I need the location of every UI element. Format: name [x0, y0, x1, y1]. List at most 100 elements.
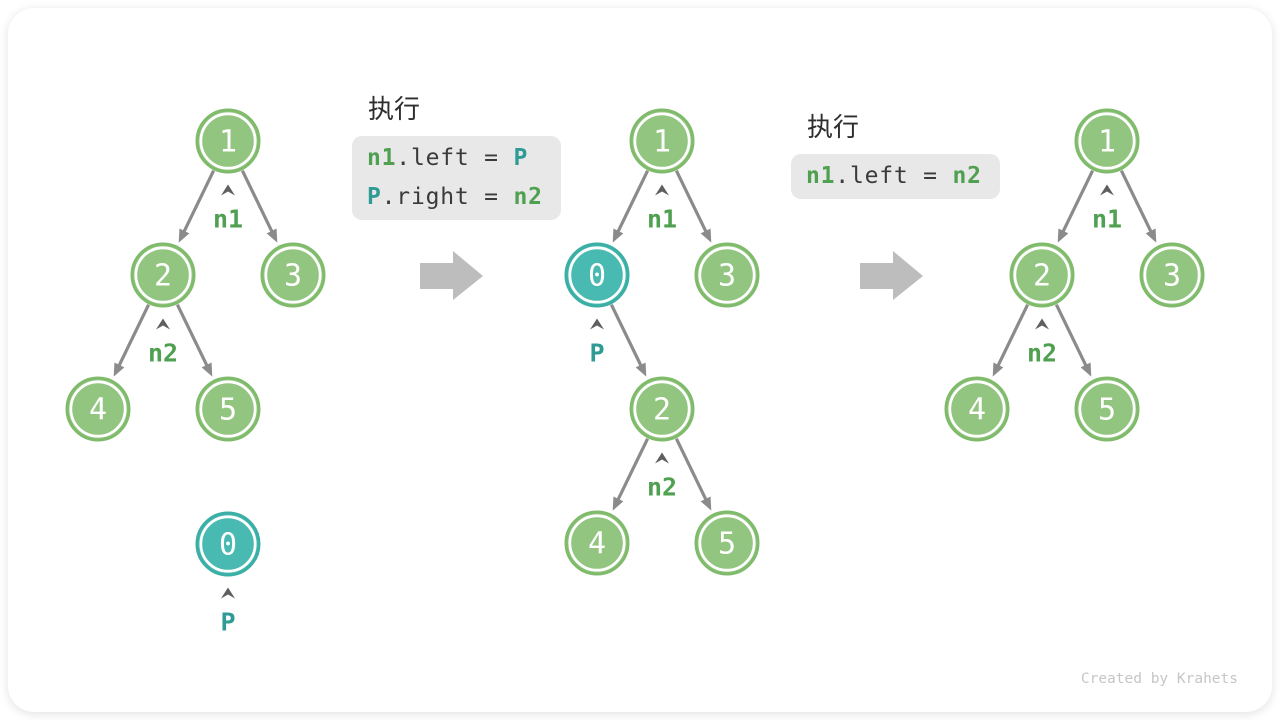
pointer-n2: n2 — [1027, 318, 1057, 368]
tree-edge — [615, 169, 650, 236]
exec-title: 执行 — [807, 112, 860, 142]
caret-up-icon — [156, 318, 170, 330]
caret-up-icon — [1035, 318, 1049, 330]
caret-up-icon — [221, 184, 235, 196]
node-circle — [629, 376, 695, 442]
tree-edge — [995, 303, 1030, 370]
node-circle — [195, 108, 261, 174]
transition-arrow-icon — [860, 251, 923, 300]
tree-edge — [674, 169, 709, 236]
tree-edge — [609, 303, 644, 370]
exec-title: 执行 — [368, 94, 421, 124]
node-value: 1 — [1098, 125, 1116, 160]
node-value: 3 — [1163, 259, 1181, 294]
node-circle — [195, 511, 261, 577]
node-value: 2 — [154, 259, 172, 294]
exec-block-1: 执行 n1.left = P P.right = n2 — [352, 94, 561, 220]
node-inner-ring — [568, 246, 626, 304]
tree-edge-arrowhead — [612, 496, 624, 511]
code-segment: n2 — [952, 163, 982, 189]
tree-edge — [674, 437, 709, 504]
node-circle — [65, 376, 131, 442]
node-value: 2 — [1033, 259, 1051, 294]
caret-up-icon — [1100, 184, 1114, 196]
pointer-label: P — [589, 339, 604, 368]
tree-node-4: 4 — [65, 376, 131, 442]
node-inner-ring — [698, 246, 756, 304]
code-segment: .right = — [381, 184, 514, 210]
node-inner-ring — [134, 246, 192, 304]
node-value: 3 — [718, 259, 736, 294]
tree-node-2: 2 — [1009, 242, 1075, 308]
tree-edge — [1060, 169, 1095, 236]
pointer-label: n2 — [1027, 339, 1057, 368]
node-circle — [694, 242, 760, 308]
pointer-n1: n1 — [647, 184, 677, 234]
tree-edge — [116, 303, 151, 370]
node-inner-ring — [1013, 246, 1071, 304]
node-inner-ring — [1143, 246, 1201, 304]
transition-arrow-icon — [420, 251, 483, 300]
node-value: 3 — [284, 259, 302, 294]
pointer-label: P — [220, 608, 235, 637]
code-segment: .left = — [835, 163, 953, 189]
tree-node-3: 3 — [694, 242, 760, 308]
pointer-n2: n2 — [148, 318, 178, 368]
node-circle — [944, 376, 1010, 442]
tree-edge — [240, 169, 275, 236]
tree-node-0: 0 — [564, 242, 630, 308]
tree-edge — [1119, 169, 1154, 236]
tree-node-5: 5 — [1074, 376, 1140, 442]
tree-edge — [181, 169, 216, 236]
node-circle — [195, 376, 261, 442]
node-inner-ring — [633, 380, 691, 438]
node-value: 4 — [968, 393, 986, 428]
tree-after-remove: 1 2 3 4 5 n1 n2 — [944, 108, 1205, 442]
node-inner-ring — [199, 112, 257, 170]
node-circle — [1009, 242, 1075, 308]
pointer-label: n1 — [1092, 205, 1122, 234]
code-line: n1.left = n2 — [806, 157, 982, 196]
node-inner-ring — [698, 514, 756, 572]
tree-edge-arrowhead — [635, 362, 647, 377]
pointer-n1: n1 — [1092, 184, 1122, 234]
code-line: n1.left = P — [367, 139, 543, 178]
caret-up-icon — [655, 452, 669, 464]
tree-node-4: 4 — [944, 376, 1010, 442]
code-box: n1.left = P P.right = n2 — [352, 136, 561, 220]
node-inner-ring — [199, 515, 257, 573]
tree-edge-arrowhead — [1057, 228, 1069, 243]
exec-block-2: 执行 n1.left = n2 — [791, 112, 1000, 199]
tree-node-0: 0 — [195, 511, 261, 577]
caret-up-icon — [655, 184, 669, 196]
code-segment: n1 — [806, 163, 836, 189]
tree-edge-arrowhead — [1080, 362, 1092, 377]
node-circle — [694, 510, 760, 576]
node-circle — [564, 510, 630, 576]
pointer-label: n2 — [148, 339, 178, 368]
node-value: 4 — [89, 393, 107, 428]
tree-node-3: 3 — [260, 242, 326, 308]
tree-edge-arrowhead — [612, 228, 624, 243]
watermark-credit: Created by Krahets — [1080, 671, 1238, 687]
node-inner-ring — [264, 246, 322, 304]
pointer-label: n1 — [213, 205, 243, 234]
code-segment: n1 — [367, 145, 397, 171]
pointer-label: n1 — [647, 205, 677, 234]
node-inner-ring — [568, 514, 626, 572]
code-box: n1.left = n2 — [791, 154, 1000, 199]
code-segment: P — [367, 184, 382, 210]
node-value: 2 — [653, 393, 671, 428]
caret-up-icon — [590, 318, 604, 330]
tree-node-1: 1 — [1074, 108, 1140, 174]
tree-edge-arrowhead — [113, 362, 125, 377]
node-value: 0 — [219, 528, 237, 563]
node-value: 4 — [588, 527, 606, 562]
code-segment: n2 — [513, 184, 543, 210]
node-circle — [1074, 376, 1140, 442]
tree-edge-arrowhead — [700, 228, 712, 243]
node-value: 0 — [588, 259, 606, 294]
